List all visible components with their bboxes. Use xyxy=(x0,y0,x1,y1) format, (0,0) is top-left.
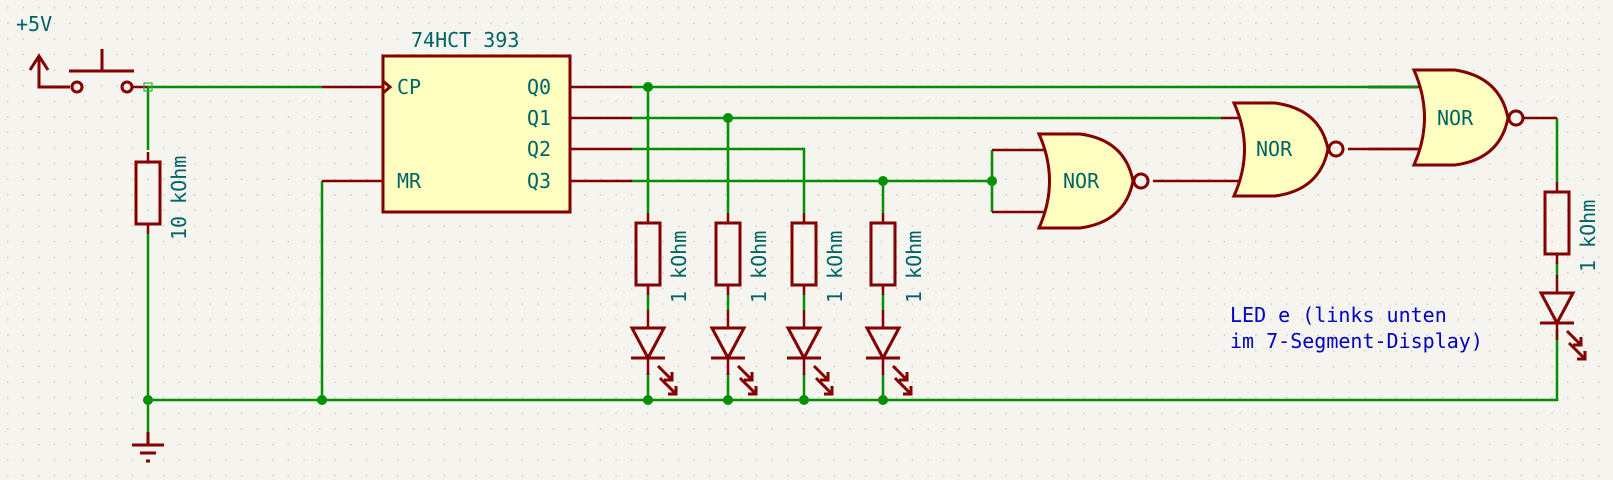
pin-q1: Q1 xyxy=(527,106,551,130)
counter-ic[interactable]: 74HCT 393 CP MR Q0 Q1 Q2 Q3 xyxy=(322,28,632,214)
resistor-value: 1 kOhm xyxy=(823,231,847,303)
gate-label: NOR xyxy=(1256,137,1293,161)
led-branch-1[interactable]: 1 kOhm xyxy=(629,211,691,396)
push-button-switch[interactable] xyxy=(69,49,147,94)
pin-mr: MR xyxy=(397,169,422,193)
nor-gate-3[interactable]: NOR xyxy=(1368,68,1557,167)
resistor-value: 1 kOhm xyxy=(902,231,926,303)
power-symbol[interactable]: +5V xyxy=(16,12,70,89)
pin-cp: CP xyxy=(397,75,421,99)
led-branch-2[interactable]: 1 kOhm xyxy=(709,211,771,396)
note-text: LED e (links unten im 7-Segment-Display) xyxy=(1230,303,1483,353)
resistor-value: 1 kOhm xyxy=(747,231,771,303)
nor-gate-1[interactable]: NOR xyxy=(992,132,1221,230)
ic-name: 74HCT 393 xyxy=(411,28,519,52)
power-label: +5V xyxy=(16,12,52,36)
led-branch-4[interactable]: 1 kOhm xyxy=(864,211,926,396)
pullup-resistor[interactable]: 10 kOhm xyxy=(134,150,191,240)
pullup-value: 10 kOhm xyxy=(167,156,191,240)
pin-q3: Q3 xyxy=(527,169,551,193)
note-line-1: LED e (links unten xyxy=(1230,303,1447,327)
led-branch-3[interactable]: 1 kOhm xyxy=(785,211,847,396)
ground-symbol xyxy=(132,432,164,463)
pin-q0: Q0 xyxy=(527,75,551,99)
note-line-2: im 7-Segment-Display) xyxy=(1230,329,1483,353)
pin-q2: Q2 xyxy=(527,137,551,161)
output-resistor[interactable]: 1 kOhm xyxy=(1543,180,1600,272)
junctions xyxy=(143,82,997,405)
output-resistor-value: 1 kOhm xyxy=(1576,200,1600,272)
gate-label: NOR xyxy=(1063,169,1100,193)
wires xyxy=(143,82,1559,432)
resistor-value: 1 kOhm xyxy=(667,231,691,303)
gate-label: NOR xyxy=(1437,106,1474,130)
